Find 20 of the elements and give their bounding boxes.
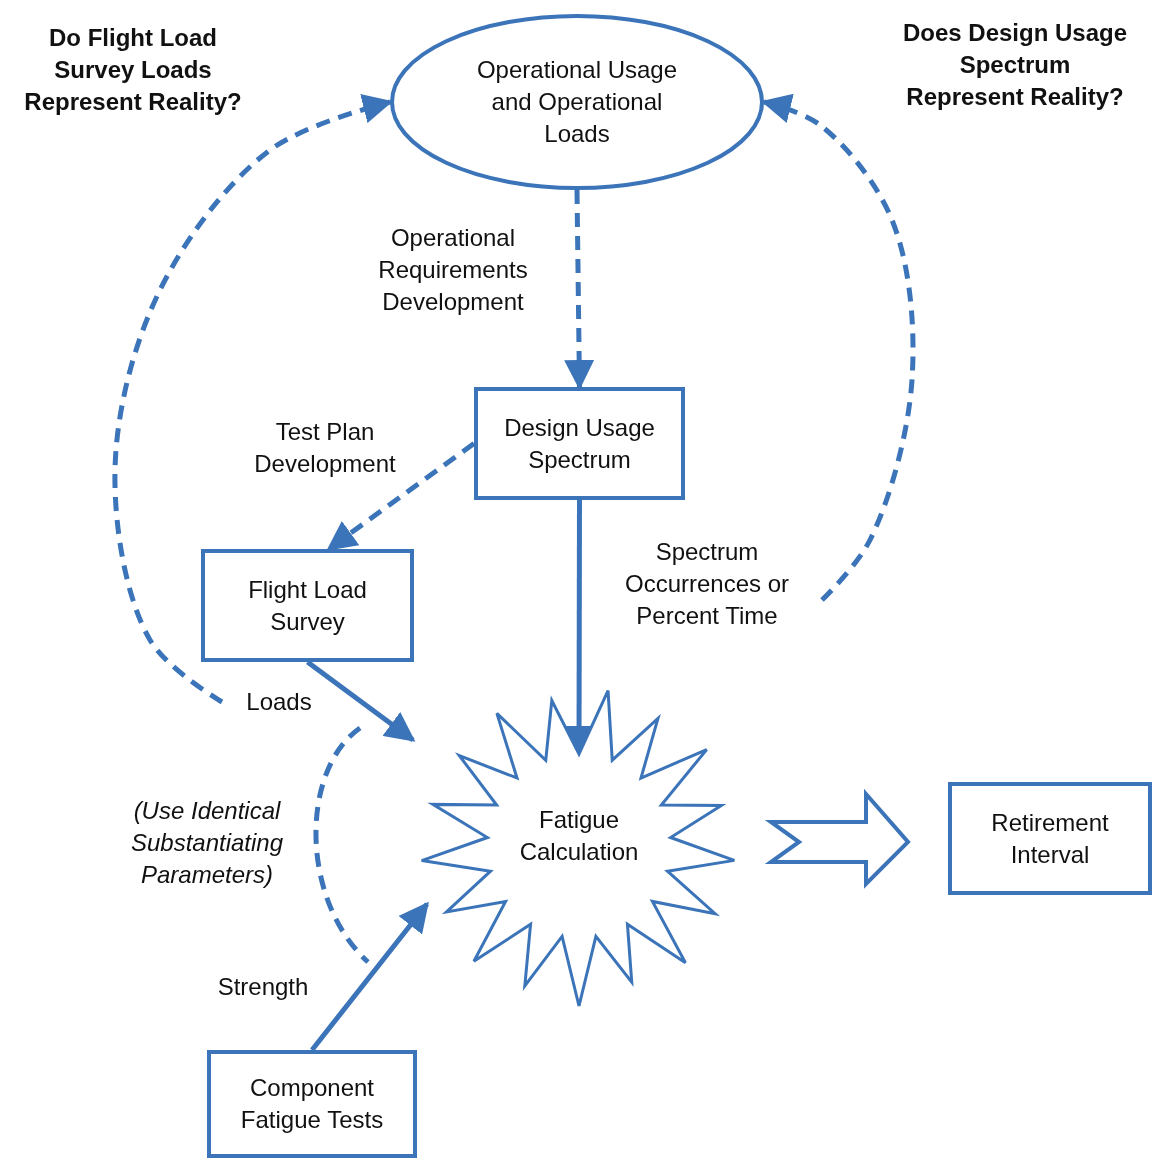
dashed-arrow (326, 441, 476, 552)
note-text: (Use Identical Substantiating Parameters) (129, 796, 285, 890)
node-label: Design Usage Spectrum (503, 412, 656, 475)
node-label: Flight Load Survey (247, 574, 368, 637)
process-box (948, 782, 1152, 895)
arrow (306, 660, 416, 742)
node-label: Component Fatigue Tests (239, 1073, 385, 1135)
question-text: Does Design Usage Spectrum Represent Reality? (902, 18, 1128, 112)
node-label: Retirement Interval (990, 807, 1110, 870)
process-box (207, 1050, 417, 1158)
dashed-arrow (564, 189, 595, 390)
node-label: Operational Usage and Operational Loads (475, 55, 679, 149)
process-box (474, 387, 685, 500)
block-arrow (764, 788, 911, 889)
arrow (310, 901, 429, 1052)
question-text: Do Flight Load Survey Loads Represent Reality? (23, 23, 243, 117)
process-ellipse (390, 14, 764, 190)
node-label: Fatigue Calculation (518, 805, 640, 867)
process-box (201, 549, 414, 662)
starburst-shape (420, 688, 738, 1004)
